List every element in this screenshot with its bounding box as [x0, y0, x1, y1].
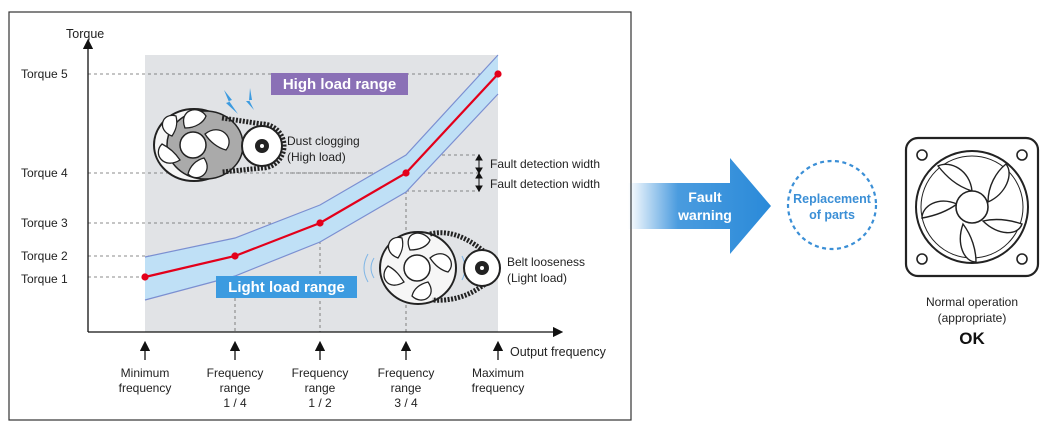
x-tick-label: Minimum	[121, 366, 170, 380]
x-axis-title: Output frequency	[510, 345, 607, 359]
x-tick-arrows	[139, 340, 504, 360]
band-lower-edge	[144, 93, 499, 301]
fault-width-label: Fault detection width	[490, 177, 600, 191]
belt-looseness-label: Belt looseness	[507, 255, 585, 269]
belt-looseness-sublabel: (Light load)	[507, 271, 567, 285]
torque-point	[316, 219, 324, 227]
x-tick-label: range	[305, 381, 336, 395]
y-tick-label: Torque 1	[21, 272, 68, 286]
replacement-label: of parts	[809, 208, 855, 222]
lightning-icon	[224, 88, 254, 114]
torque-points	[141, 70, 502, 281]
fault-width-label: Fault detection width	[490, 157, 600, 171]
replacement-label: Replacement	[793, 192, 872, 206]
torque-point	[402, 169, 410, 177]
y-tick-label: Torque 5	[21, 67, 68, 81]
high-load-badge	[271, 73, 408, 95]
fault-warning-label: Fault	[688, 189, 722, 205]
normal-operation-sublabel: (appropriate)	[938, 311, 1007, 325]
dust-clogging-pulley-icon	[221, 115, 287, 175]
fault-width-markers	[475, 154, 483, 192]
y-tick-label: Torque 2	[21, 249, 68, 263]
x-tick-label: frequency	[119, 381, 172, 395]
fault-warning-label: warning	[677, 207, 732, 223]
ok-label: OK	[959, 329, 985, 348]
x-tick-label: Frequency	[378, 366, 435, 380]
replacement-circle	[786, 159, 878, 251]
x-tick-label: Frequency	[207, 366, 264, 380]
dust-clogging-fan-icon	[153, 108, 244, 182]
high-load-label: High load range	[283, 76, 396, 93]
y-tick-label: Torque 4	[21, 166, 68, 180]
y-tick-label: Torque 3	[21, 216, 68, 230]
fault-warning-arrow	[628, 158, 771, 254]
normal-operation-label: Normal operation	[926, 295, 1018, 309]
torque-point	[231, 252, 239, 260]
torque-point	[141, 273, 149, 281]
light-load-badge	[216, 276, 357, 298]
light-load-label: Light load range	[228, 279, 345, 296]
band-upper-edge	[144, 54, 499, 258]
y-axis-title: Torque	[66, 27, 104, 41]
x-tick-label: 1 / 2	[308, 396, 332, 410]
x-tick-label: Maximum	[472, 366, 524, 380]
x-tick-label: 3 / 4	[394, 396, 418, 410]
x-tick-label: frequency	[472, 381, 525, 395]
belt-looseness-pulley-icon	[429, 230, 501, 303]
x-tick-label: range	[220, 381, 251, 395]
x-tick-label: range	[391, 381, 422, 395]
torque-point	[494, 70, 502, 78]
x-tick-label: 1 / 4	[223, 396, 247, 410]
x-tick-label: Frequency	[292, 366, 349, 380]
normal-fan-icon	[904, 136, 1040, 278]
belt-looseness-fan-icon	[363, 231, 466, 305]
dust-clogging-sublabel: (High load)	[287, 150, 346, 164]
dust-clogging-label: Dust clogging	[287, 134, 360, 148]
